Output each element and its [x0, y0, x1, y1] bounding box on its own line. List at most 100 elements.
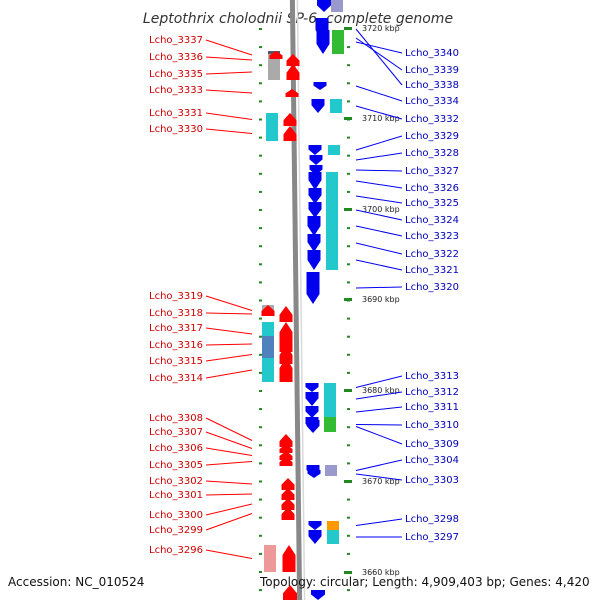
gene-label-forward: Lcho_3309 [405, 439, 459, 450]
gene-label-reverse: Lcho_3316 [149, 340, 203, 351]
gene-arrow-reverse [281, 498, 295, 510]
scale-label: 3710 kbp [362, 114, 400, 123]
gene-arrow-reverse [279, 451, 293, 460]
gene-arrow-reverse [286, 54, 300, 66]
gene-arrow-reverse [285, 89, 299, 97]
gene-label-forward: Lcho_3304 [405, 455, 459, 466]
scale-tick-major [344, 27, 352, 30]
gene-arrow-forward [309, 155, 323, 165]
cog-block-forward [326, 188, 338, 204]
gene-label-forward: Lcho_3339 [405, 65, 459, 76]
gene-labels: Lcho_3337Lcho_3336Lcho_3335Lcho_3333Lcho… [149, 35, 459, 556]
gene-label-reverse: Lcho_3301 [149, 490, 203, 501]
gene-label-reverse: Lcho_3318 [149, 308, 203, 319]
scale-tick-major [344, 298, 352, 301]
gene-arrow-reverse [279, 358, 293, 382]
gene-arrow-forward [308, 188, 322, 204]
cog-block-reverse [262, 358, 274, 382]
gene-label-reverse: Lcho_3296 [149, 545, 203, 556]
gene-label-reverse: Lcho_3333 [149, 85, 203, 96]
scale-tick-major [344, 208, 352, 211]
cog-block-forward [324, 392, 336, 406]
cog-block-reverse [268, 64, 280, 80]
cog-block-forward [332, 30, 344, 54]
scale-label: 3660 kbp [362, 568, 400, 577]
gene-label-forward: Lcho_3313 [405, 371, 459, 382]
gene-label-forward: Lcho_3320 [405, 282, 459, 293]
gene-arrow-reverse-partial [283, 585, 297, 600]
gene-arrow-forward [305, 392, 319, 406]
genome-backbone [289, 0, 306, 600]
scale-tick-major [344, 389, 352, 392]
gene-arrow-forward-partial [311, 590, 325, 600]
cog-block-reverse [264, 545, 276, 572]
gene-arrow-forward [307, 234, 321, 252]
gene-label-forward: Lcho_3324 [405, 215, 459, 226]
gene-label-forward: Lcho_3298 [405, 514, 459, 525]
scale-label: 3720 kbp [362, 24, 400, 33]
gene-arrow-reverse [281, 478, 295, 490]
gene-arrow-reverse [282, 545, 296, 572]
scale-label: 3680 kbp [362, 386, 400, 395]
gene-label-forward: Lcho_3327 [405, 166, 459, 177]
gene-label-forward: Lcho_3297 [405, 532, 459, 543]
gene-arrow-reverse [279, 345, 293, 364]
gene-arrow-forward [311, 99, 325, 113]
gene-arrow-reverse [281, 488, 295, 500]
gene-label-forward: Lcho_3325 [405, 198, 459, 209]
gene-arrow-forward [306, 272, 320, 304]
gene-arrow-forward [307, 250, 321, 270]
cog-block-forward [328, 145, 340, 155]
cog-block-forward [326, 216, 338, 236]
gene-label-forward: Lcho_3321 [405, 265, 459, 276]
gene-label-reverse: Lcho_3306 [149, 443, 203, 454]
gene-label-reverse: Lcho_3335 [149, 69, 203, 80]
gene-label-reverse: Lcho_3315 [149, 356, 203, 367]
accession-text: Accession: NC_010524 [8, 575, 145, 589]
gene-arrow-forward [307, 216, 321, 236]
cog-block-forward [327, 521, 339, 530]
gene-arrow-forward-partial [317, 0, 331, 12]
gene-arrow-reverse [279, 306, 293, 322]
gene-label-forward: Lcho_3332 [405, 114, 459, 125]
scale-tick-major [344, 480, 352, 483]
gene-arrow-forward [308, 172, 322, 190]
gene-label-forward: Lcho_3334 [405, 96, 459, 107]
gene-label-reverse: Lcho_3305 [149, 460, 203, 471]
gene-label-reverse: Lcho_3337 [149, 35, 203, 46]
gene-label-reverse: Lcho_3308 [149, 413, 203, 424]
scale-label: 3700 kbp [362, 205, 400, 214]
scale-tick-major [344, 571, 352, 574]
cog-block-forward [326, 172, 338, 190]
gene-label-forward: Lcho_3323 [405, 231, 459, 242]
gene-arrow-reverse [283, 113, 297, 126]
gene-arrow-forward [307, 470, 321, 478]
genome-summary-text: Topology: circular; Length: 4,909,403 bp… [260, 575, 590, 589]
gene-arrow-forward [308, 521, 322, 530]
gene-arrow-forward [313, 82, 327, 90]
cog-block-reverse [266, 126, 278, 141]
cog-category-blocks [262, 0, 344, 572]
gene-arrow-reverse [261, 305, 275, 316]
gene-arrow-forward [309, 165, 323, 175]
gene-arrow-reverse [281, 507, 295, 520]
gene-arrow-reverse [283, 126, 297, 141]
cog-block-forward [324, 406, 336, 418]
cog-block-forward [330, 99, 342, 113]
scale-tick-major [344, 117, 352, 120]
gene-arrow-forward [315, 18, 329, 40]
gene-label-reverse: Lcho_3336 [149, 52, 203, 63]
cog-block-forward [324, 417, 336, 432]
gene-arrow-reverse [279, 336, 293, 352]
gene-label-reverse: Lcho_3319 [149, 291, 203, 302]
gene-label-forward: Lcho_3303 [405, 475, 459, 486]
cog-block-forward [327, 530, 339, 544]
gene-arrow-forward [308, 145, 322, 155]
gene-arrow-forward [306, 420, 320, 433]
gene-label-reverse: Lcho_3302 [149, 476, 203, 487]
scale-label: 3670 kbp [362, 477, 400, 486]
gene-arrow-reverse [269, 51, 283, 59]
gene-arrow-reverse [286, 64, 300, 80]
